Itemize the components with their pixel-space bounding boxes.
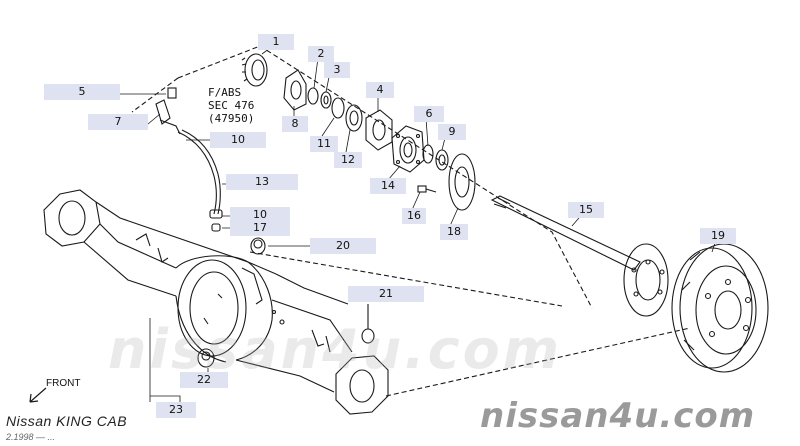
bracket-parts (155, 87, 181, 135)
watermark-center: nissan4u.com (108, 318, 563, 381)
seal-parts (422, 144, 449, 171)
callout-2[interactable]: 2 (308, 46, 334, 62)
callout-22[interactable]: 22 (180, 372, 228, 388)
callout-19[interactable]: 19 (700, 228, 736, 244)
note-line-3: (47950) (208, 112, 255, 125)
breather-part (250, 237, 266, 255)
sensor-rotor-part (241, 53, 268, 87)
note-line-2: SEC 476 (208, 99, 255, 112)
drain-nut-part (361, 304, 375, 344)
callout-10-lower[interactable]: 10 (230, 207, 290, 223)
watermark-corner: nissan4u.com (480, 396, 756, 436)
callout-7[interactable]: 7 (88, 114, 148, 130)
callout-3[interactable]: 3 (324, 62, 350, 78)
callout-16[interactable]: 16 (402, 208, 426, 224)
callout-23[interactable]: 23 (156, 402, 196, 418)
gasket-plate-part (283, 69, 307, 111)
nut-washer-stack (307, 87, 363, 132)
callout-5[interactable]: 5 (44, 84, 120, 100)
plug-part (211, 223, 221, 232)
callout-10-upper[interactable]: 10 (210, 132, 266, 148)
assembly-outline-lower (249, 251, 691, 397)
callout-15[interactable]: 15 (568, 202, 604, 218)
front-label: FRONT (46, 378, 81, 389)
assembly-outline (131, 45, 593, 309)
retainer-plate-part (365, 109, 393, 151)
callout-4[interactable]: 4 (366, 82, 394, 98)
axle-shaft-part (490, 195, 669, 317)
callout-18[interactable]: 18 (440, 224, 468, 240)
front-arrow-icon (29, 387, 47, 403)
brake-tube-part (177, 129, 223, 219)
callout-1[interactable]: 1 (258, 34, 294, 50)
callout-20[interactable]: 20 (310, 238, 376, 254)
abs-section-note: F/ABS SEC 476 (47950) (208, 86, 254, 125)
callout-11[interactable]: 11 (310, 136, 338, 152)
callout-8[interactable]: 8 (282, 116, 308, 132)
model-label: Nissan KING CAB (6, 413, 128, 429)
brake-drum-part (671, 243, 769, 373)
callout-17[interactable]: 17 (230, 220, 290, 236)
bolt-part (417, 185, 437, 193)
axle-housing-part (43, 189, 389, 415)
callout-14[interactable]: 14 (370, 178, 406, 194)
callout-6[interactable]: 6 (414, 106, 444, 122)
callout-12[interactable]: 12 (334, 152, 362, 168)
callout-13[interactable]: 13 (226, 174, 298, 190)
callout-21[interactable]: 21 (348, 286, 424, 302)
note-line-1: F/ABS (208, 86, 242, 99)
date-label: 2.1998 — ... (6, 432, 56, 442)
backing-plate-part (448, 153, 476, 211)
callout-9[interactable]: 9 (438, 124, 466, 140)
